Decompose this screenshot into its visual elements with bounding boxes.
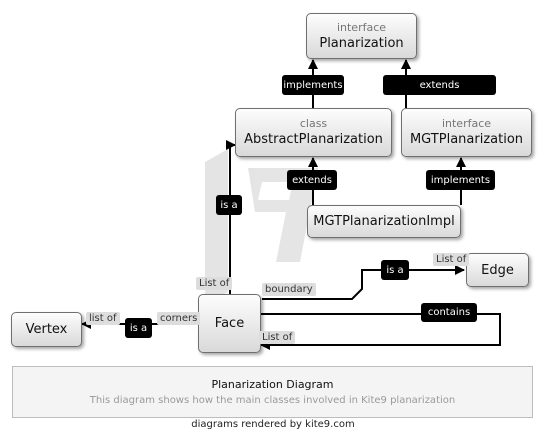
is-a-label-abstract: is a	[216, 195, 242, 215]
planarization-box[interactable]: interface Planarization	[306, 13, 417, 59]
mgt-planarization-impl-name: MGTPlanarizationImpl	[313, 214, 455, 229]
is-a-label-edge: is a	[381, 260, 409, 280]
diagram-legend: Planarization Diagram This diagram shows…	[12, 366, 533, 418]
contains-connector	[260, 313, 501, 350]
footer-credit: diagrams rendered by kite9.com	[191, 419, 355, 430]
extends-label-2: extends	[287, 170, 337, 190]
edge-box[interactable]: Edge	[466, 253, 529, 287]
face-list-of-right-label: List of	[259, 331, 296, 344]
abstract-planarization-stereotype: class	[299, 117, 328, 130]
edge-list-of-label: List of	[433, 253, 470, 266]
face-list-of-label: List of	[196, 277, 233, 290]
edge-name: Edge	[481, 262, 514, 278]
boundary-label: boundary	[262, 283, 316, 296]
corners-label: corners	[157, 312, 201, 325]
mgt-planarization-name: MGTPlanarization	[409, 132, 524, 147]
kite9-watermark	[205, 149, 318, 305]
planarization-name: Planarization	[319, 35, 404, 51]
vertex-list-of-label: list of	[86, 312, 120, 325]
mgt-planarization-box[interactable]: interface MGTPlanarization	[401, 108, 532, 157]
planarization-stereotype: interface	[336, 20, 387, 34]
extends-label-1: extends	[383, 75, 496, 95]
abstract-planarization-box[interactable]: class AbstractPlanarization	[235, 108, 392, 157]
vertex-name: Vertex	[25, 322, 68, 337]
implements-label-1: implements	[282, 75, 344, 95]
contains-label: contains	[421, 303, 477, 322]
legend-description: This diagram shows how the main classes …	[89, 395, 456, 406]
legend-title: Planarization Diagram	[211, 378, 334, 391]
face-box[interactable]: Face	[198, 294, 261, 353]
implements-label-2: implements	[426, 170, 495, 190]
mgt-planarization-stereotype: interface	[441, 117, 492, 130]
is-a-label-vertex: is a	[125, 318, 152, 338]
vertex-box[interactable]: Vertex	[11, 312, 82, 347]
mgt-planarization-impl-box[interactable]: MGTPlanarizationImpl	[307, 205, 461, 238]
is-a-face-connector	[226, 140, 236, 294]
abstract-planarization-name: AbstractPlanarization	[244, 132, 383, 147]
face-name: Face	[214, 316, 245, 331]
